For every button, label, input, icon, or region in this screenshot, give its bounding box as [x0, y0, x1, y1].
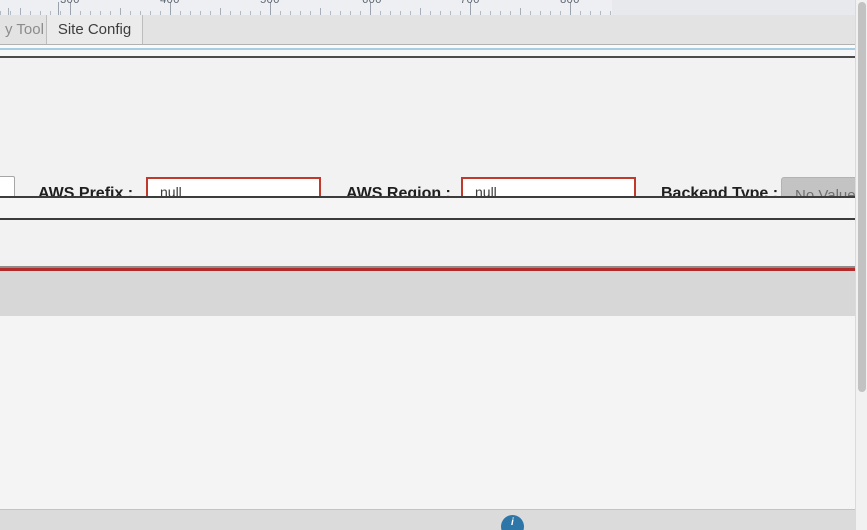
ruler-label: 800 [560, 0, 580, 6]
divider-line [0, 56, 855, 58]
blue-accent-line [0, 48, 855, 50]
section-strip [0, 198, 855, 218]
content-area [0, 316, 855, 509]
tab-site-config[interactable]: Site Config [47, 15, 143, 44]
footer-band [0, 509, 855, 530]
config-form-panel: AWS Prefix : AWS Region : Backend Type :… [0, 58, 867, 214]
vertical-scrollbar[interactable] [855, 0, 867, 530]
tab-site-config-label: Site Config [57, 21, 132, 38]
tab-tool-label: y Tool [5, 21, 44, 38]
tab-tool[interactable]: y Tool [0, 15, 47, 44]
divider-line [0, 196, 855, 198]
info-icon: i [511, 517, 514, 528]
tab-bar: y Tool Site Config [0, 15, 855, 45]
horizontal-ruler: 300 400 500 600 700 800 [0, 0, 867, 16]
header-strip [0, 50, 855, 56]
ruler-label: 400 [160, 0, 180, 6]
ruler-label: 500 [260, 0, 280, 6]
ruler-ticks: 300 400 500 600 700 800 [0, 0, 612, 15]
ruler-label: 700 [460, 0, 480, 6]
red-divider-line [0, 268, 855, 271]
header-strip [0, 45, 855, 48]
input-band [0, 271, 855, 316]
divider-line [0, 218, 855, 220]
ruler-label: 600 [362, 0, 382, 6]
info-button[interactable]: i [501, 515, 524, 530]
section-area [0, 220, 855, 266]
divider-line [0, 266, 855, 268]
scrollbar-thumb[interactable] [858, 2, 866, 392]
ruler-label: 300 [60, 0, 80, 6]
